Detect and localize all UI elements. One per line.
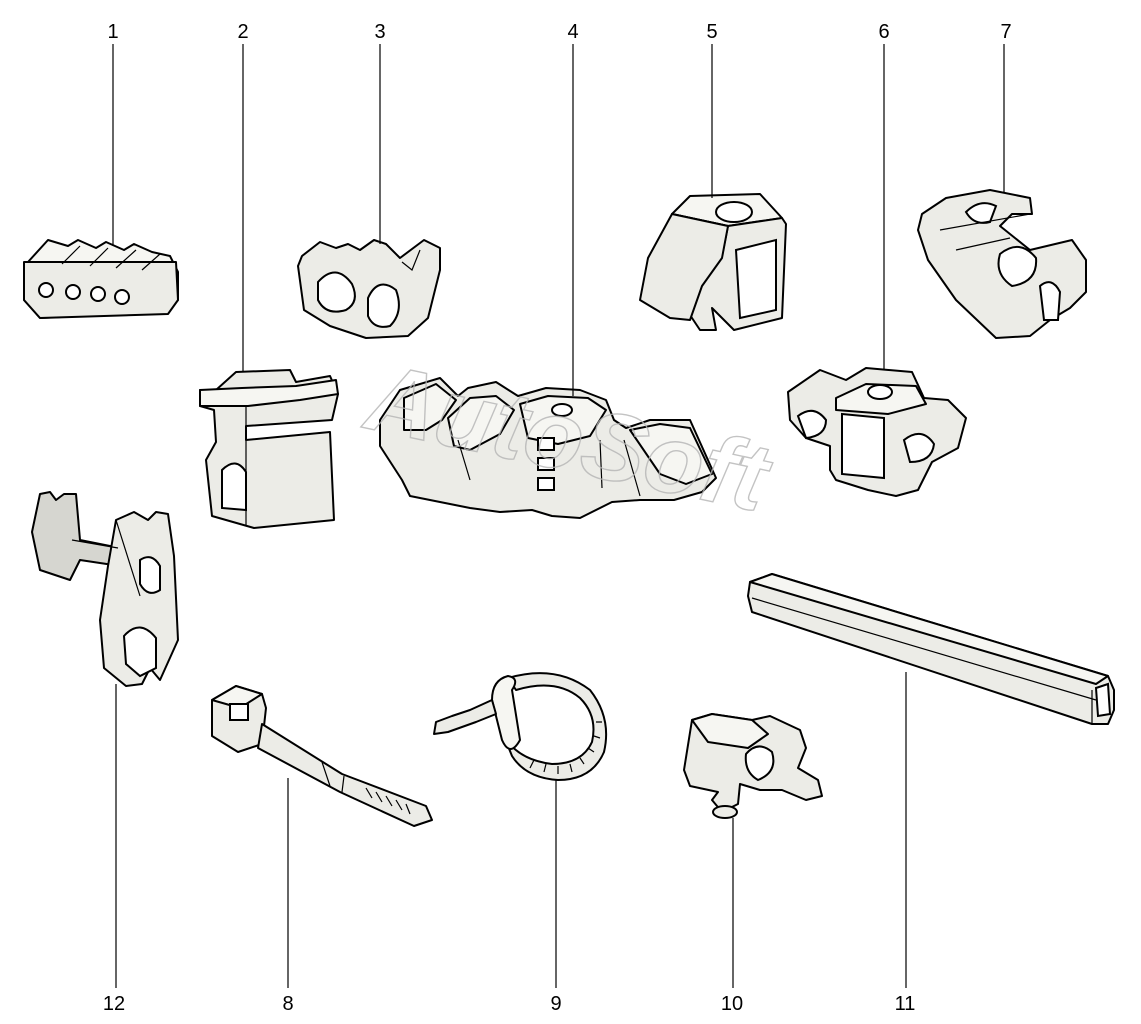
callout-10: 10: [721, 993, 743, 1015]
callout-6: 6: [878, 21, 889, 43]
callout-1: 1: [107, 21, 118, 43]
part-6-spline-clip: [787, 367, 967, 497]
part-11-edge-trim-strip: [747, 573, 1115, 725]
callout-numbers: 1 2 3 4 5 6 7 12 8 9 10 11: [103, 21, 1012, 1015]
part-1-multi-pipe-holder: [23, 239, 179, 319]
part-7-spring-clip: [917, 189, 1087, 339]
callout-9: 9: [550, 993, 561, 1015]
leader-lines: [112, 44, 1005, 988]
callout-11: 11: [895, 993, 916, 1015]
part-9-band-clamp: [433, 672, 608, 781]
part-10-push-in-clip: [683, 713, 823, 819]
callout-4: 4: [567, 21, 578, 43]
callout-5: 5: [706, 21, 717, 43]
part-5-socket-clip: [639, 193, 787, 331]
part-4-multi-clip-bracket: [379, 377, 717, 519]
part-2-clip: [199, 369, 339, 529]
part-8-cable-tie: [211, 685, 433, 827]
callout-7: 7: [1000, 21, 1011, 43]
callout-8: 8: [282, 993, 293, 1015]
part-3-double-saddle: [297, 239, 441, 339]
callout-2: 2: [237, 21, 248, 43]
callout-12: 12: [103, 993, 125, 1015]
part-12-forked-holder: [31, 491, 179, 687]
callout-3: 3: [374, 21, 385, 43]
